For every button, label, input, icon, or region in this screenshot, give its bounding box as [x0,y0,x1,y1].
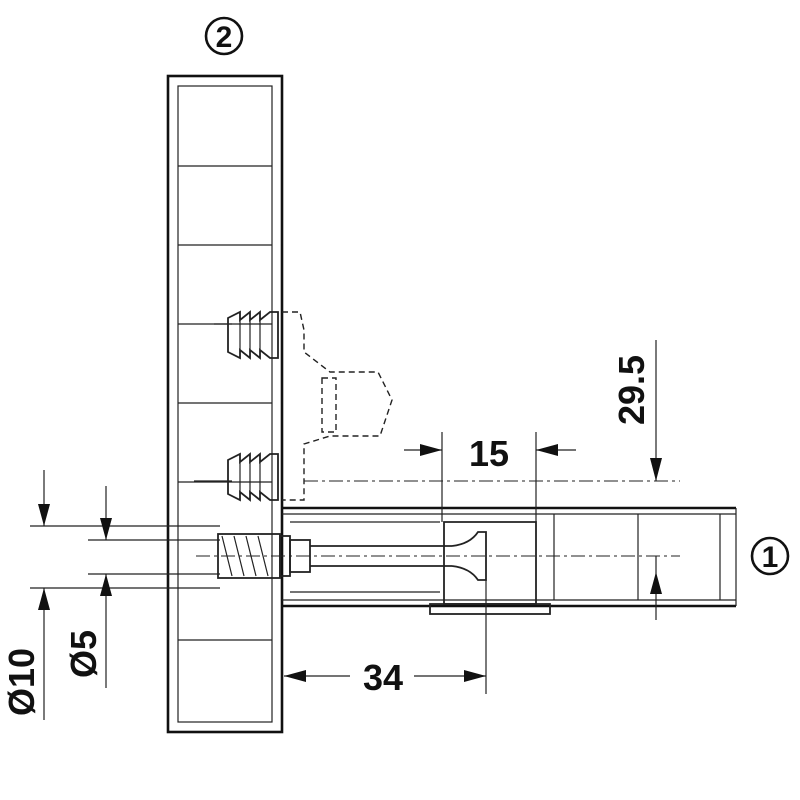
callout-2-label: 2 [216,21,233,54]
dimension-dia-5-label: Ø5 [63,630,104,678]
dimension-34-label: 34 [363,657,403,698]
dimension-34: 34 [284,580,487,698]
dimension-dia-10-label: Ø10 [1,648,42,716]
horizontal-panel [282,506,737,608]
dowel-upper [214,310,279,360]
vertical-panel [166,74,284,734]
dimension-15-label: 15 [469,433,509,474]
dimension-29-5-label: 29.5 [611,355,652,425]
connector-housing [429,521,551,615]
callout-1-label: 1 [762,541,779,574]
dimension-15: 15 [404,432,576,522]
dimension-29-5: 29.5 [611,340,662,620]
dowel-lower [194,452,279,502]
hidden-outline [282,311,393,501]
callout-part-2: 2 [204,16,244,56]
dimension-diameters: Ø10 Ø5 [1,470,220,720]
callout-part-1: 1 [750,536,790,576]
